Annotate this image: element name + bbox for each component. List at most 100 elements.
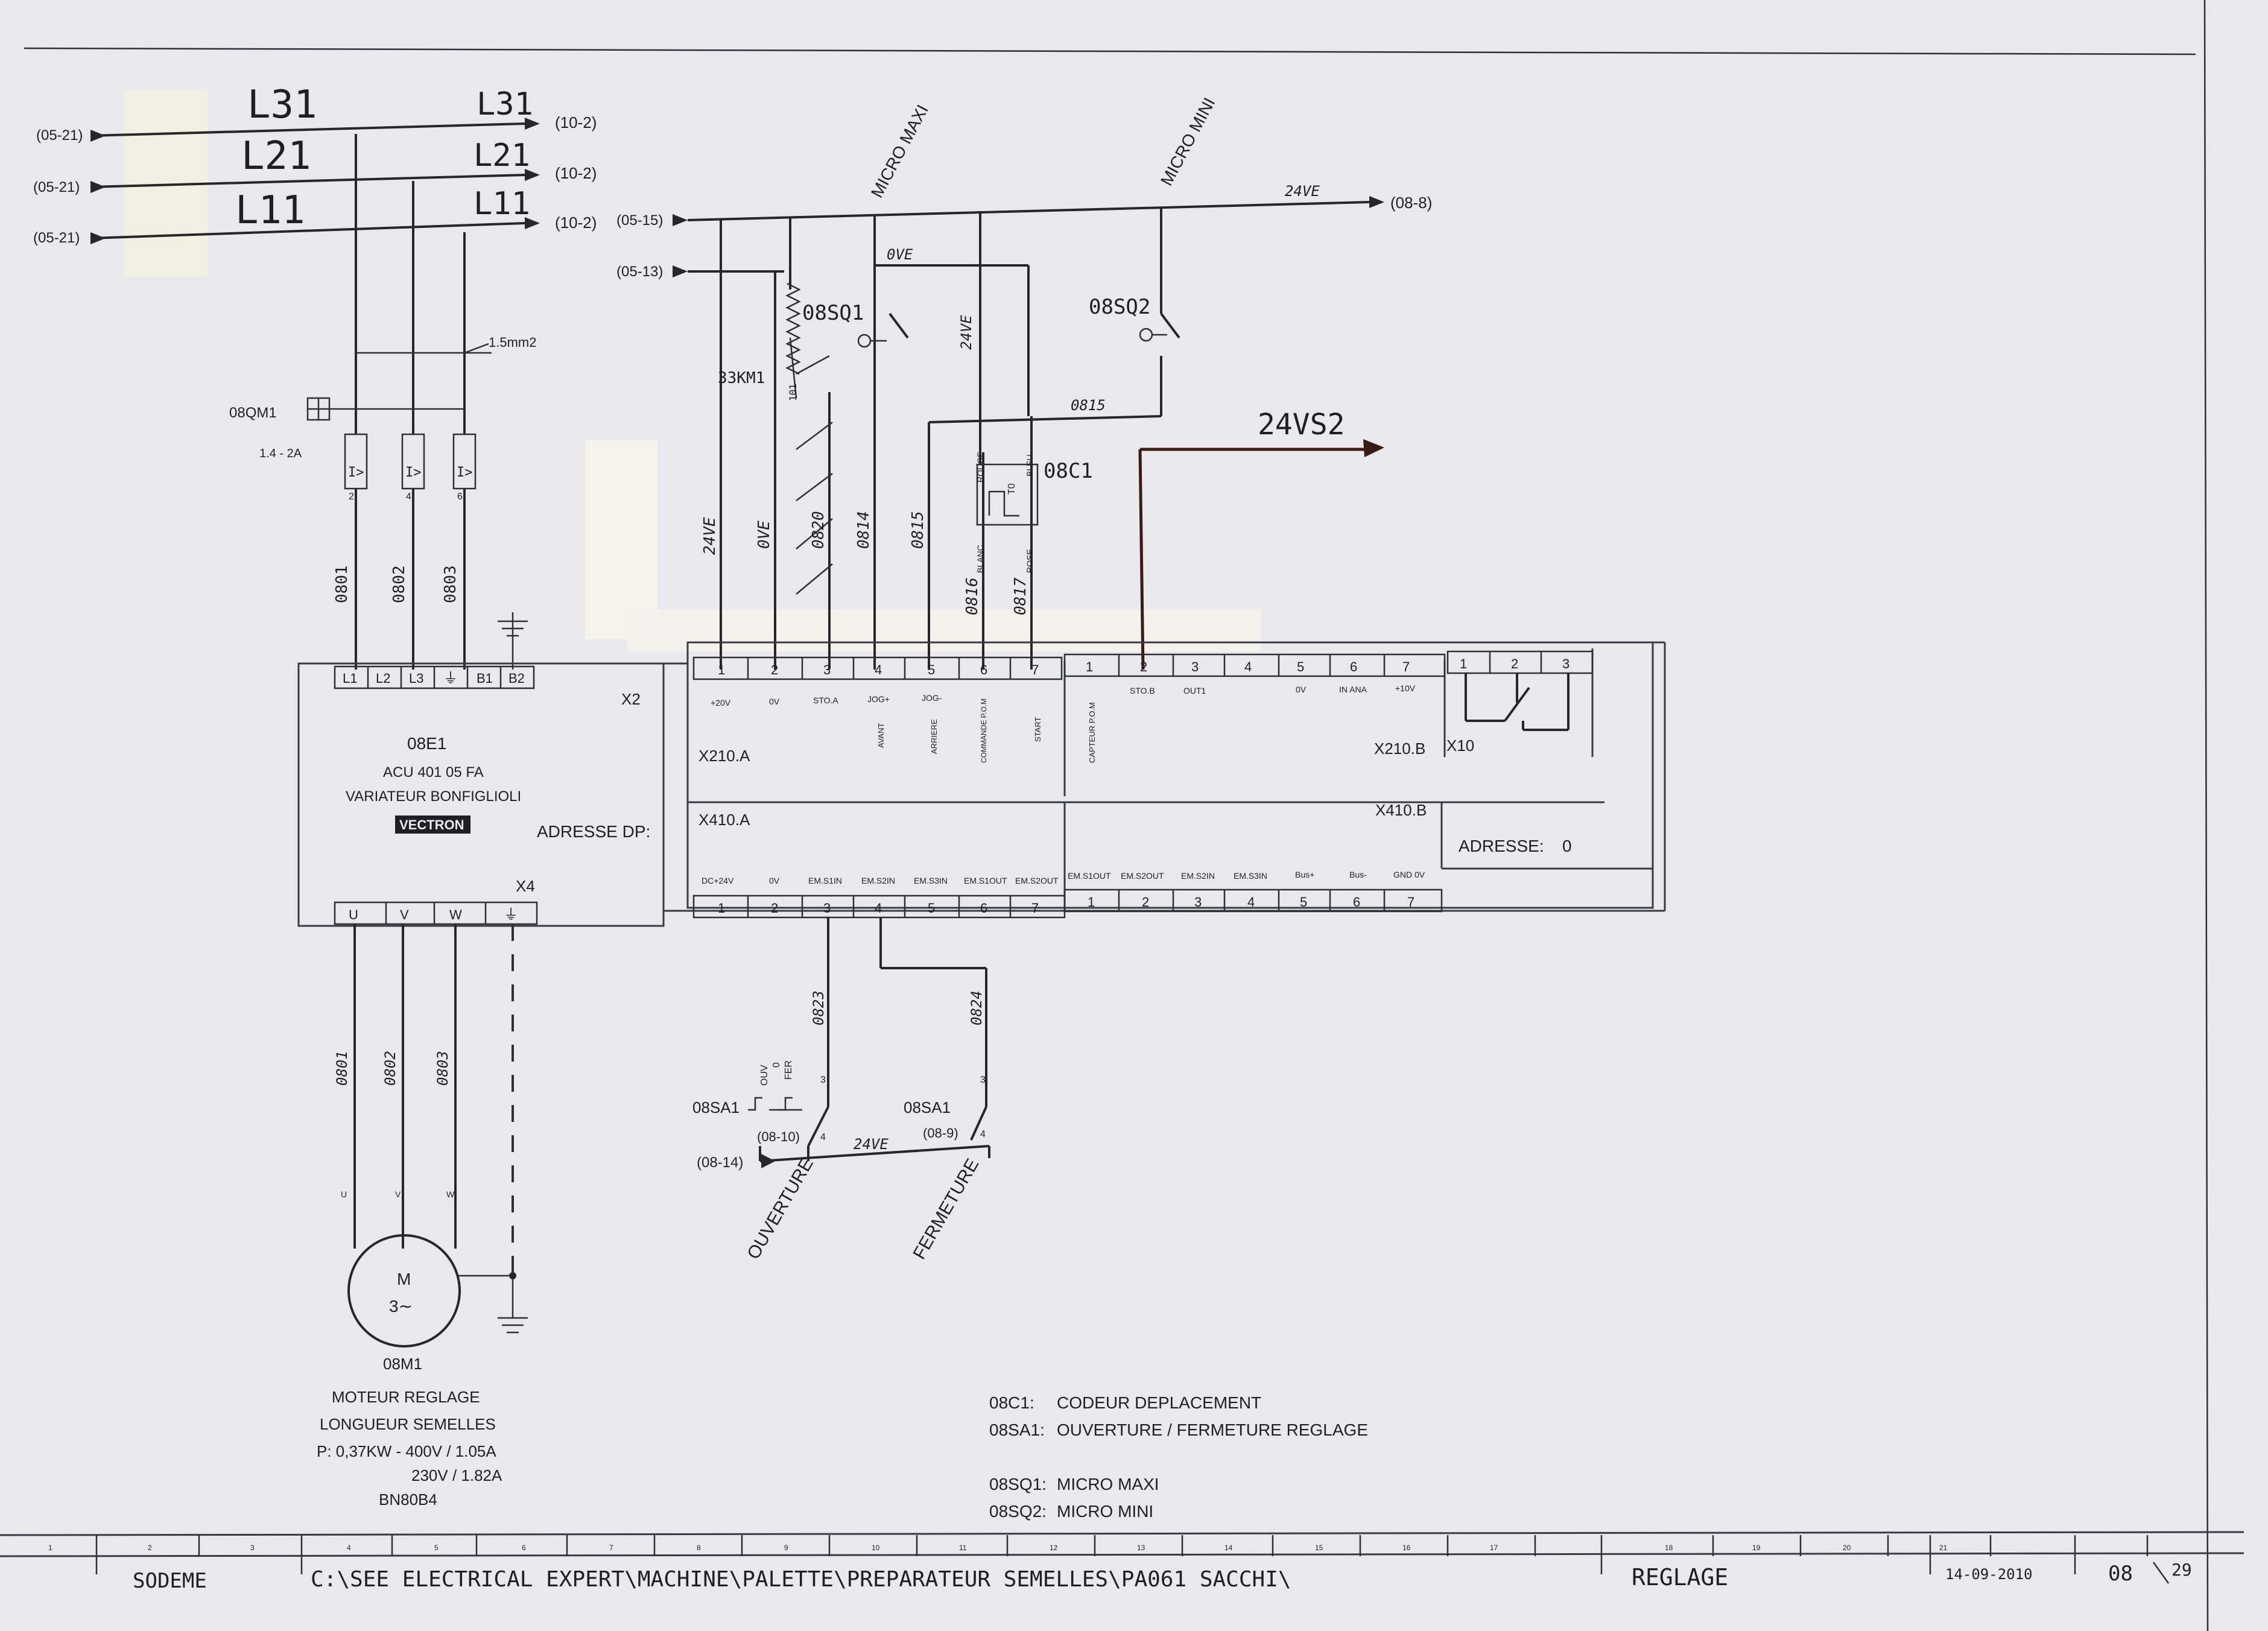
tb-col-14: 14 (1224, 1544, 1233, 1552)
x210a-num-1: 1 (718, 662, 725, 677)
x10-name: X10 (1446, 736, 1474, 755)
motor-term-v: V (395, 1189, 401, 1199)
wire-0815-top: 0815 (1071, 397, 1106, 414)
24vs2-arrow (1138, 439, 1384, 670)
motor-desc-5: BN80B4 (379, 1490, 437, 1509)
x410a-num-5: 5 (928, 901, 935, 916)
tb-col-10: 10 (872, 1544, 880, 1552)
motor-desc-1: MOTEUR REGLAGE (332, 1388, 480, 1406)
km-id: 33KM1 (718, 369, 765, 387)
x2-term-l1: L1 (343, 671, 357, 686)
x410b-sig-4: EM.S3IN (1234, 871, 1267, 881)
drive-model: ACU 401 05 FA (383, 764, 484, 781)
x410b-sig-6: Bus- (1349, 870, 1367, 879)
sa1-left-ref: (08-10) (757, 1129, 800, 1144)
legend-text-1: CODEUR DEPLACEMENT (1057, 1393, 1261, 1412)
x410b-num-2: 2 (1142, 895, 1149, 910)
x410b-num-1: 1 (1088, 895, 1095, 910)
x210a-commande: COMMANDE P.O.M (980, 698, 988, 763)
wire-0803-motor: 0803 (434, 1051, 451, 1086)
tb-col-11: 11 (959, 1544, 967, 1552)
control-source-2: (05-13) (616, 264, 663, 280)
24vs2-label: 24VS2 (1258, 408, 1345, 442)
power-bus (90, 118, 540, 244)
tb-col-3: 3 (250, 1544, 255, 1552)
wire-0ve-top: 0VE (887, 246, 913, 263)
motor-desc-2: LONGUEUR SEMELLES (320, 1415, 496, 1433)
breaker-term-2: 4 (406, 492, 411, 502)
x410b-num-4: 4 (1247, 895, 1255, 910)
x210a-arriere: ARRIERE (930, 719, 939, 754)
l11-label-handwritten: L11 (235, 188, 305, 233)
wire-size-label: 1.5mm2 (489, 335, 536, 350)
legend-id-4: 08SQ2: (989, 1502, 1047, 1521)
x210b-num-5: 5 (1297, 659, 1304, 674)
breaker-08qm1: I> I> I> (306, 397, 477, 670)
sheet-right-border (2203, 0, 2209, 1631)
tb-col-7: 7 (609, 1544, 613, 1552)
encoder-bleu: BLEU (1025, 454, 1034, 477)
x4-term-v: V (400, 907, 409, 922)
legend-id-3: 08SQ1: (989, 1475, 1047, 1493)
motor-id: 08M1 (383, 1355, 422, 1373)
x4-term-u: U (349, 907, 358, 922)
l31-label-handwritten: L31 (247, 83, 317, 127)
x4-term-pe: ⏚ (504, 907, 518, 923)
sq1-id: 08SQ1 (802, 301, 864, 325)
tb-file-path: C:\SEE ELECTRICAL EXPERT\MACHINE\PALETTE… (311, 1567, 1291, 1592)
x2-term-pe: ⏚ (443, 670, 458, 686)
motor-wiring (347, 924, 528, 1348)
control-24ve-label: 24VE (1285, 183, 1320, 200)
sq2-id: 08SQ2 (1089, 295, 1150, 319)
sa1-zero: 0 (771, 1062, 782, 1068)
legend-text-2: OUVERTURE / FERMETURE REGLAGE (1057, 1420, 1368, 1439)
sa1-source-ref: (08-14) (697, 1154, 743, 1171)
tb-col-9: 9 (784, 1544, 788, 1552)
tb-col-2: 2 (148, 1544, 152, 1552)
x10-relay-contact (1465, 673, 1570, 731)
breaker-rating: 1.4 - 2A (259, 447, 302, 460)
wire-top-0814: 0814 (855, 511, 873, 549)
tb-col-17: 17 (1490, 1544, 1498, 1552)
x210b-sig-6: IN ANA (1339, 685, 1367, 694)
tb-col-20: 20 (1843, 1544, 1851, 1552)
x210a-sig-4: JOG+ (867, 694, 890, 704)
x210b-sig-3: OUT1 (1183, 686, 1206, 695)
encoder-rouge: ROUGE (975, 452, 985, 483)
title-block-frame (0, 1531, 2244, 1584)
x4-label: X4 (516, 877, 535, 895)
x210b-capteur: CAPTEUR P.O.M (1088, 702, 1097, 763)
l31-dest-ref: (10-2) (555, 113, 597, 131)
wire-top-0815: 0815 (909, 511, 927, 549)
l31-source-ref: (05-21) (36, 127, 83, 144)
x210b-num-4: 4 (1244, 659, 1252, 674)
sa1-right-ref: (08-9) (923, 1126, 958, 1141)
tb-col-16: 16 (1402, 1544, 1411, 1552)
encoder-id: 08C1 (1044, 459, 1093, 483)
sa1-right-id: 08SA1 (904, 1098, 951, 1116)
x210a-num-4: 4 (875, 662, 882, 677)
x410a-sig-5: EM.S3IN (914, 876, 948, 885)
x410a-sig-1: DC+24V (702, 876, 734, 885)
x2-term-l2: L2 (376, 671, 390, 686)
drive-desc: VARIATEUR BONFIGLIOLI (346, 788, 521, 805)
x210a-name: X210.A (698, 747, 750, 765)
x210a-start: START (1033, 717, 1042, 742)
adresse-label: ADRESSE: (1459, 837, 1544, 855)
tb-page-number: 08 (2108, 1562, 2133, 1586)
x2-label: X2 (621, 690, 641, 708)
x210a-num-6: 6 (980, 662, 987, 677)
l21-dest-ref: (10-2) (555, 164, 597, 182)
x410b-num-6: 6 (1353, 895, 1360, 910)
x410b-sig-2: EM.S2OUT (1121, 871, 1164, 881)
tb-col-5: 5 (434, 1544, 439, 1552)
earth-symbol-x2 (498, 612, 528, 670)
sa1-ouv: OUV (759, 1065, 770, 1086)
adresse-value: 0 (1562, 837, 1572, 855)
svg-text:I>: I> (348, 465, 364, 480)
motor-term-u: U (341, 1189, 347, 1199)
x410a-num-2: 2 (771, 901, 778, 916)
sa1-24ve: 24VE (854, 1136, 889, 1153)
x410b-name: X410.B (1375, 801, 1427, 819)
x410b-num-5: 5 (1300, 895, 1307, 910)
